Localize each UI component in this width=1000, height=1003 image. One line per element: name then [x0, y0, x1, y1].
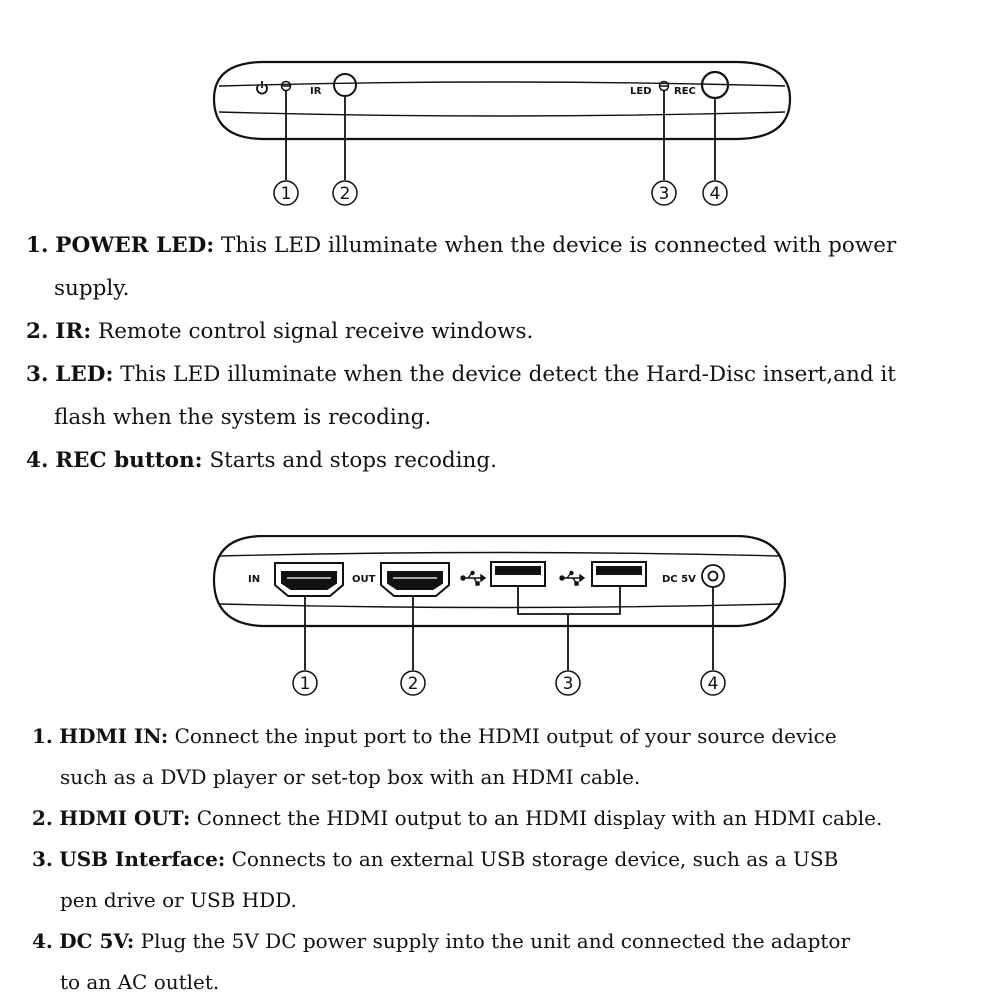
front-device-outline	[212, 60, 792, 141]
power-led-icon	[280, 80, 292, 92]
back-panel-diagram: IN OUT DC 5V	[212, 535, 787, 696]
led-label: LED	[630, 86, 652, 97]
back-description-4: 4. DC 5V: Plug the 5V DC power supply in…	[32, 921, 972, 1003]
callout-circle-3	[555, 670, 581, 696]
back-description-3: 3. USB Interface: Connects to an externa…	[32, 839, 972, 921]
item-text: This LED illuminate when the device is c…	[221, 233, 897, 258]
callout-number-2: 2	[340, 184, 351, 204]
item-number: 2.	[26, 319, 49, 344]
callout-number-2: 2	[408, 674, 419, 694]
item-text-continued: pen drive or USB HDD.	[60, 888, 297, 912]
item-text: This LED illuminate when the device dete…	[120, 362, 896, 387]
item-text: Remote control signal receive windows.	[98, 319, 534, 344]
usb-port-1	[490, 561, 546, 587]
front-description-2: 2. IR: Remote control signal receive win…	[26, 310, 986, 353]
callout-circle-1	[292, 670, 318, 696]
item-number: 1.	[32, 724, 53, 748]
front-description-4: 4. REC button: Starts and stops recoding…	[26, 439, 986, 482]
front-panel-line	[218, 81, 786, 87]
front-description-1: 1. POWER LED: This LED illuminate when t…	[26, 224, 986, 310]
item-text: Connects to an external USB storage devi…	[231, 847, 839, 871]
back-device-outline	[212, 535, 787, 628]
item-text: Connect the input port to the HDMI outpu…	[174, 724, 837, 748]
front-panel-descriptions: 1. POWER LED: This LED illuminate when t…	[26, 224, 986, 482]
item-text-continued: such as a DVD player or set-top box with…	[60, 765, 641, 789]
item-number: 3.	[32, 847, 53, 871]
dc-jack	[701, 564, 725, 588]
callout-number-4: 4	[708, 674, 719, 694]
back-description-1: 1. HDMI IN: Connect the input port to th…	[32, 716, 972, 798]
item-number: 2.	[32, 806, 53, 830]
callout-number-1: 1	[281, 184, 292, 204]
callout-circle-4	[700, 670, 726, 696]
usb-icon	[460, 570, 487, 586]
item-text: Connect the HDMI output to an HDMI displ…	[196, 806, 883, 830]
item-number: 4.	[32, 929, 53, 953]
status-led-icon	[658, 80, 670, 92]
dc-5v-label: DC 5V	[662, 574, 696, 585]
callout-line-3	[517, 586, 621, 615]
item-number: 4.	[26, 448, 49, 473]
back-panel-descriptions: 1. HDMI IN: Connect the input port to th…	[32, 716, 972, 1003]
item-term: HDMI IN:	[59, 724, 169, 748]
item-text-continued: flash when the system is recoding.	[54, 405, 432, 430]
item-term: HDMI OUT:	[59, 806, 191, 830]
hdmi-out-label: OUT	[352, 574, 376, 585]
callout-circle-2	[332, 180, 358, 206]
power-icon	[256, 81, 268, 95]
usb-port-2	[591, 561, 647, 587]
item-number: 1.	[26, 233, 49, 258]
callout-circle-2	[400, 670, 426, 696]
usb-icon	[559, 570, 586, 586]
item-term: POWER LED:	[55, 233, 215, 258]
ir-label: IR	[310, 86, 322, 97]
front-description-3: 3. LED: This LED illuminate when the dev…	[26, 353, 986, 439]
back-description-2: 2. HDMI OUT: Connect the HDMI output to …	[32, 798, 972, 839]
back-panel-line	[218, 551, 781, 557]
hdmi-in-port	[274, 562, 344, 597]
item-number: 3.	[26, 362, 49, 387]
hdmi-in-label: IN	[248, 574, 260, 585]
item-text-continued: supply.	[54, 276, 130, 301]
item-text: Starts and stops recoding.	[209, 448, 497, 473]
item-term: USB Interface:	[59, 847, 226, 871]
callout-circle-3	[651, 180, 677, 206]
callout-number-3: 3	[659, 184, 670, 204]
item-text: Plug the 5V DC power supply into the uni…	[140, 929, 851, 953]
rec-label: REC	[674, 86, 696, 97]
callout-circle-1	[273, 180, 299, 206]
item-term: LED:	[55, 362, 114, 387]
item-term: IR:	[55, 319, 92, 344]
callout-circle-4	[702, 180, 728, 206]
item-text-continued: to an AC outlet.	[60, 970, 220, 994]
callout-number-1: 1	[300, 674, 311, 694]
item-term: DC 5V:	[59, 929, 135, 953]
callout-number-3: 3	[563, 674, 574, 694]
item-term: REC button:	[55, 448, 203, 473]
callout-number-4: 4	[710, 184, 721, 204]
hdmi-out-port	[380, 562, 450, 597]
front-panel-diagram: IR LED REC 1 2 3 4	[212, 60, 792, 206]
ir-window	[333, 73, 357, 97]
